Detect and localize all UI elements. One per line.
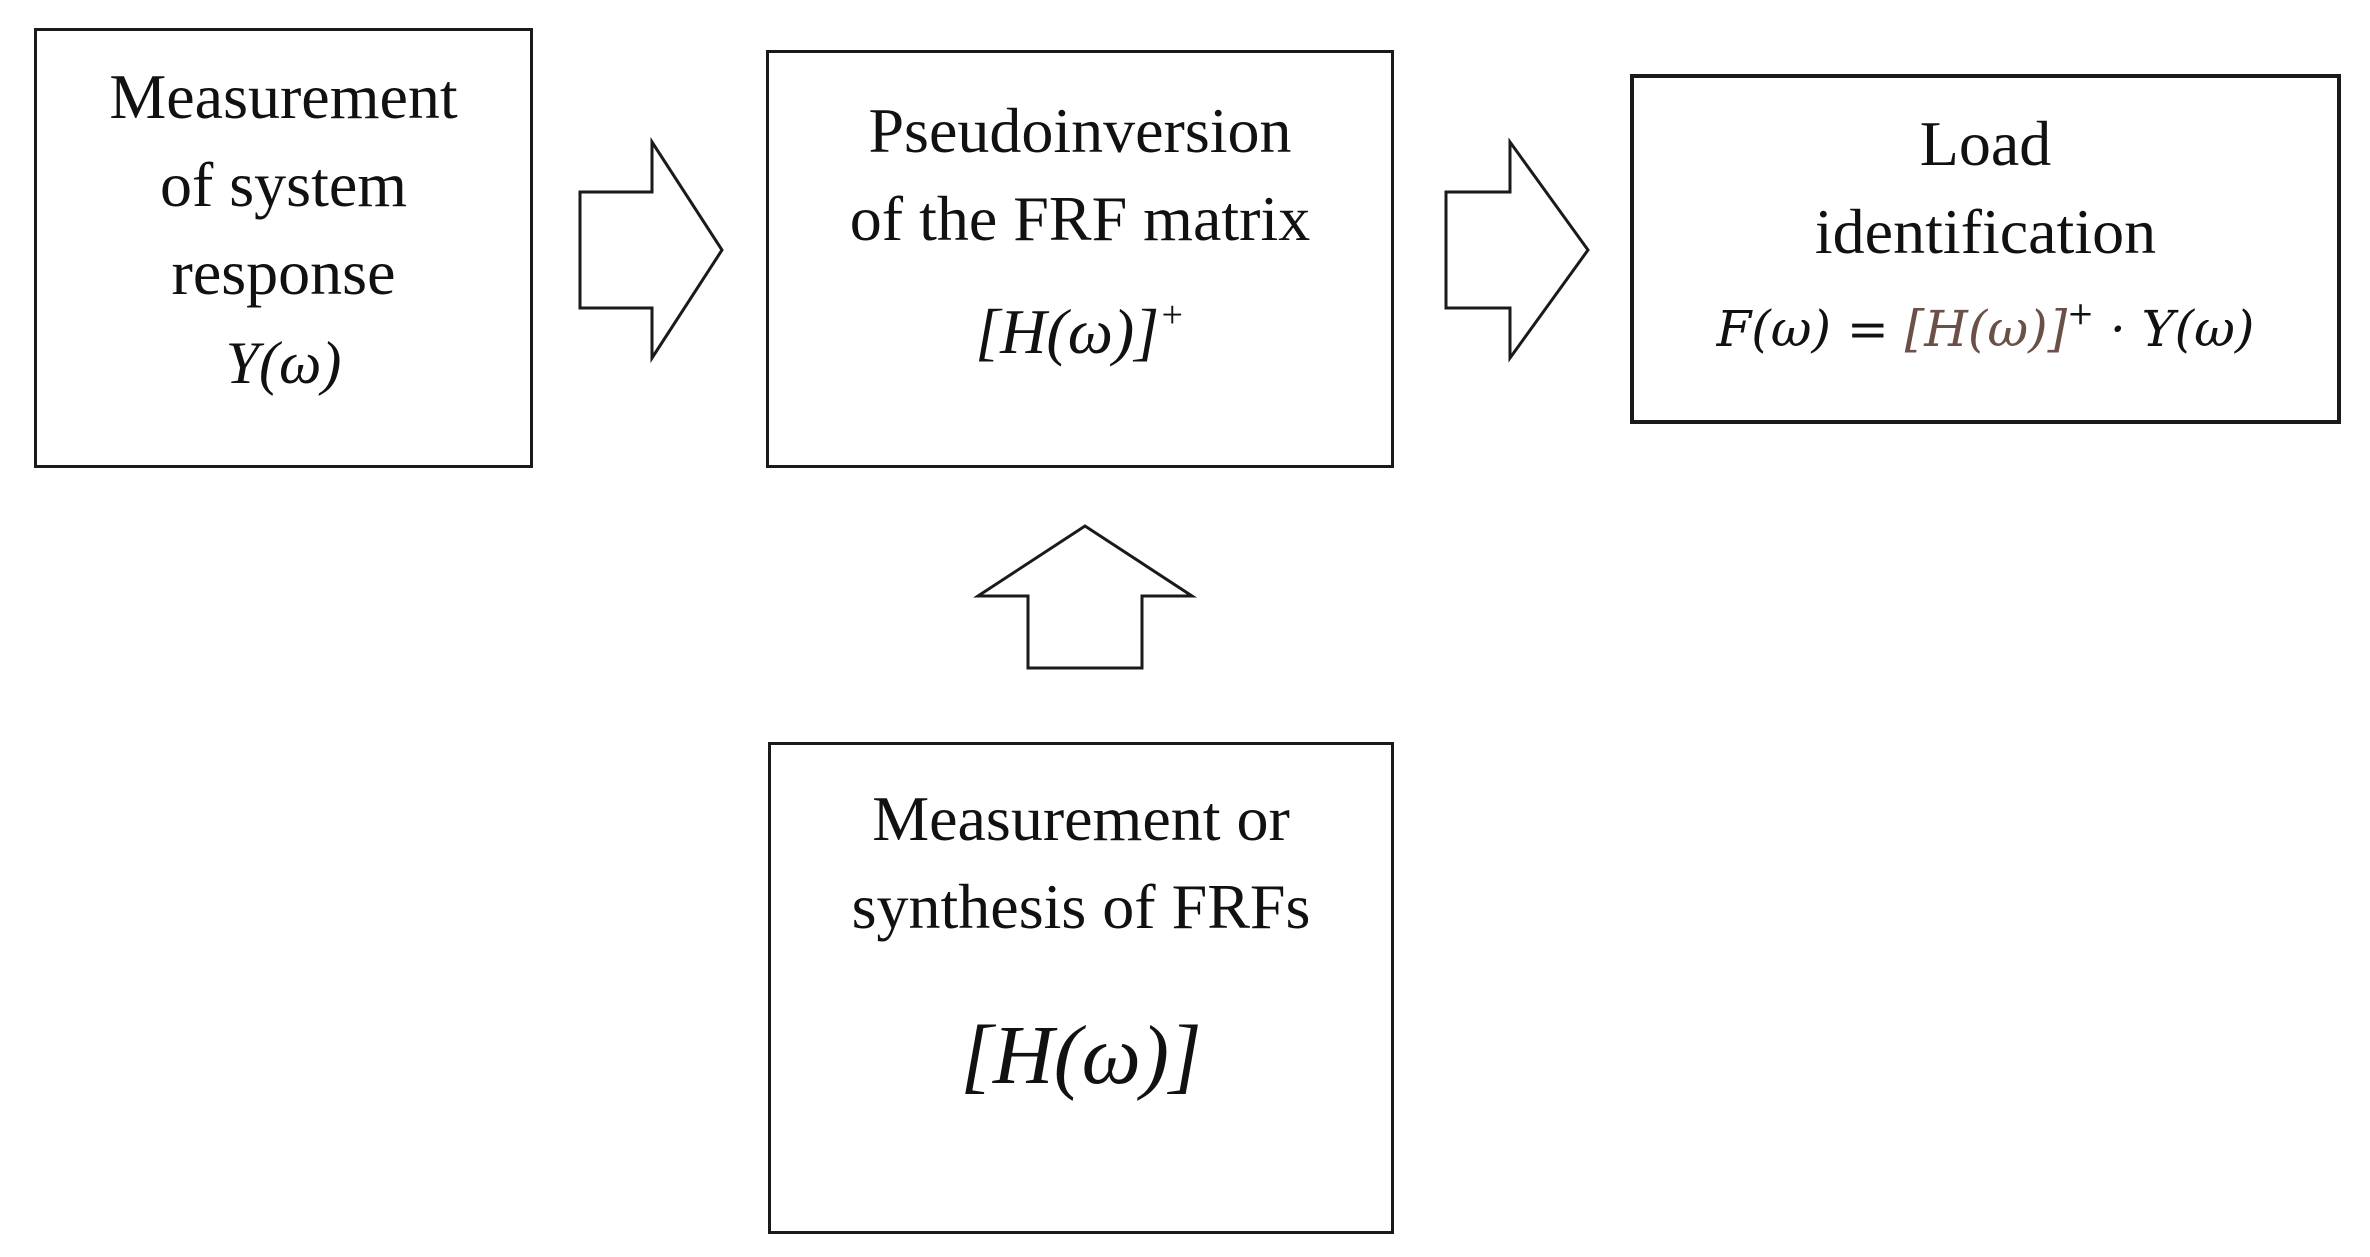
up-arrow xyxy=(972,524,1198,670)
pseudoinverse-title: Pseudoinversion of the FRF matrix xyxy=(849,95,1311,254)
pseudoinverse-symbol: [H(ω)]+ xyxy=(769,293,1391,369)
equation-lhs: F(ω) = xyxy=(1716,300,1905,358)
pseudoinverse-box: Pseudoinversion of the FRF matrix [H(ω)]… xyxy=(766,50,1394,468)
equation-rhs: · Y(ω) xyxy=(2093,300,2255,358)
pseudoinverse-symbol-base: [H(ω)] xyxy=(975,296,1160,367)
pseudoinverse-symbol-sup: + xyxy=(1159,294,1185,336)
right-arrow-1 xyxy=(578,136,724,364)
equation-frf-term: [H(ω)] xyxy=(1904,300,2068,358)
equation-sup: + xyxy=(2067,294,2094,332)
frf-matrix-symbol: [H(ω)] xyxy=(960,1009,1202,1102)
measure-response-title: Measurement of system response xyxy=(109,61,458,308)
frf-source-title: Measurement or synthesis of FRFs xyxy=(851,783,1311,942)
response-symbol: Y(ω) xyxy=(225,330,342,396)
right-arrow-2 xyxy=(1444,137,1590,363)
frf-source-box: Measurement or synthesis of FRFs [H(ω)] xyxy=(768,742,1394,1234)
load-identification-title: Load identification xyxy=(1814,108,2157,267)
load-identification-box: Load identification F(ω) = [H(ω)]+ · Y(ω… xyxy=(1630,74,2341,424)
measure-response-box: Measurement of system response Y(ω) xyxy=(34,28,533,468)
load-identification-equation: F(ω) = [H(ω)]+ · Y(ω) xyxy=(1634,294,2337,358)
